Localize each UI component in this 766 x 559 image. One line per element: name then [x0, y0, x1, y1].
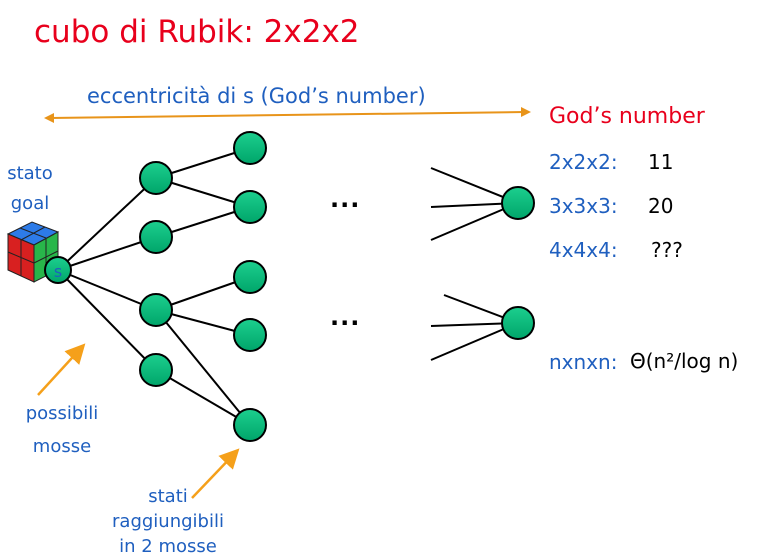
graph-node	[139, 293, 173, 327]
moves-pointer-arrow	[37, 343, 86, 396]
moves-label-line1: possibili	[25, 403, 99, 424]
graph-node	[233, 131, 267, 165]
gods-row-label-4x4: 4x4x4:	[549, 238, 618, 262]
gods-row-label-nxn: nxnxn:	[549, 350, 618, 374]
graph-node	[233, 408, 267, 442]
eccentricity-label: eccentricità di s (God’s number)	[87, 84, 426, 108]
gods-row-value-3x3: 20	[648, 194, 674, 218]
eccentricity-arrow	[44, 107, 531, 123]
graph-node	[139, 353, 173, 387]
gods-row-value-nxn: Θ(n²/log n)	[630, 349, 739, 373]
graph-node	[233, 190, 267, 224]
graph-node	[233, 260, 267, 294]
gods-row-value-4x4: ???	[651, 238, 683, 262]
moves-label-line2: mosse	[32, 436, 92, 457]
ellipsis-bottom: ...	[330, 303, 361, 331]
graph-node	[139, 161, 173, 195]
reached-label-line2: raggiungibili	[112, 511, 224, 532]
reached-label-line1: stati	[148, 486, 188, 507]
page-title: cubo di Rubik: 2x2x2	[34, 14, 360, 50]
ellipsis-top: ...	[330, 185, 361, 213]
reached-label-line3: in 2 mosse	[119, 536, 217, 557]
gods-row-value-2x2: 11	[648, 150, 674, 174]
gods-row-label-2x2: 2x2x2:	[549, 150, 618, 174]
gods-row-label-3x3: 3x3x3:	[549, 194, 618, 218]
source-node-label: s	[54, 262, 62, 281]
source-node	[44, 256, 72, 284]
goal-label-line1: stato	[7, 163, 53, 184]
graph-node	[233, 318, 267, 352]
gods-number-heading: God’s number	[549, 104, 705, 129]
graph-edges	[57, 147, 519, 426]
goal-label-line2: goal	[10, 193, 50, 214]
graph-node	[501, 186, 535, 220]
graph-node	[501, 306, 535, 340]
graph-node	[139, 220, 173, 254]
reached-pointer-arrow	[191, 448, 240, 499]
